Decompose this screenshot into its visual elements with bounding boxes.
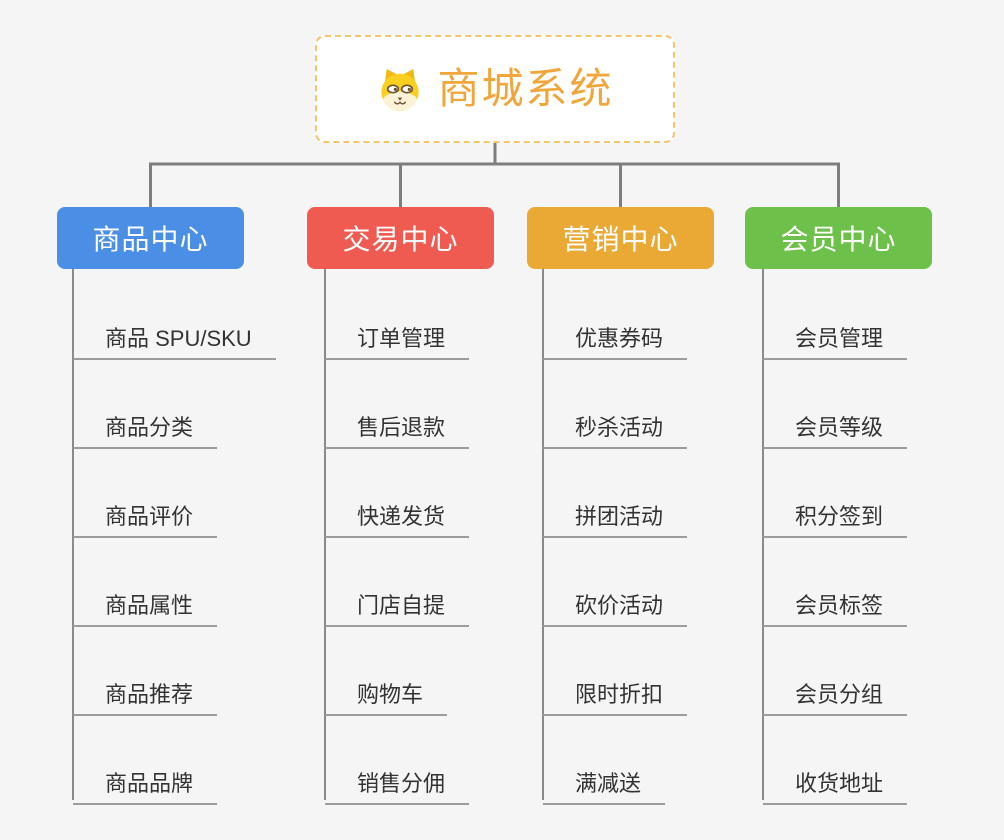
leaf-node[interactable]: 门店自提: [325, 578, 470, 627]
dog-icon: [376, 65, 424, 113]
leaf-node[interactable]: 商品属性: [73, 578, 218, 627]
root-title: 商城系统: [437, 65, 614, 112]
root-node[interactable]: 商城系统: [315, 35, 675, 143]
branch-trunk-line: [72, 269, 74, 800]
leaf-node[interactable]: 限时折扣: [543, 667, 688, 716]
leaf-node[interactable]: 商品 SPU/SKU: [73, 311, 276, 360]
leaf-node[interactable]: 售后退款: [325, 400, 470, 449]
branch-node-0[interactable]: 商品中心: [57, 207, 244, 269]
leaf-node[interactable]: 秒杀活动: [543, 400, 688, 449]
branch-node-2[interactable]: 营销中心: [527, 207, 714, 269]
leaf-node[interactable]: 商品评价: [73, 489, 218, 538]
branch-trunk-line: [324, 269, 326, 800]
branch-trunk-line: [542, 269, 544, 800]
branch-node-1[interactable]: 交易中心: [307, 207, 494, 269]
branch-trunk-line: [762, 269, 764, 800]
leaf-node[interactable]: 优惠券码: [543, 311, 688, 360]
tree-connector-path: [149, 143, 840, 210]
leaf-node[interactable]: 积分签到: [763, 489, 908, 538]
leaf-node[interactable]: 收货地址: [763, 756, 908, 805]
leaf-node[interactable]: 会员管理: [763, 311, 908, 360]
leaf-node[interactable]: 销售分佣: [325, 756, 470, 805]
leaf-node[interactable]: 会员标签: [763, 578, 908, 627]
leaf-node[interactable]: 满减送: [543, 756, 666, 805]
leaf-node[interactable]: 会员等级: [763, 400, 908, 449]
leaf-node[interactable]: 会员分组: [763, 667, 908, 716]
leaf-node[interactable]: 订单管理: [325, 311, 470, 360]
leaf-node[interactable]: 购物车: [325, 667, 448, 716]
branch-node-3[interactable]: 会员中心: [745, 207, 932, 269]
leaf-node[interactable]: 商品推荐: [73, 667, 218, 716]
leaf-node[interactable]: 商品分类: [73, 400, 218, 449]
leaf-node[interactable]: 拼团活动: [543, 489, 688, 538]
leaf-node[interactable]: 快递发货: [325, 489, 470, 538]
leaf-node[interactable]: 砍价活动: [543, 578, 688, 627]
leaf-node[interactable]: 商品品牌: [73, 756, 218, 805]
